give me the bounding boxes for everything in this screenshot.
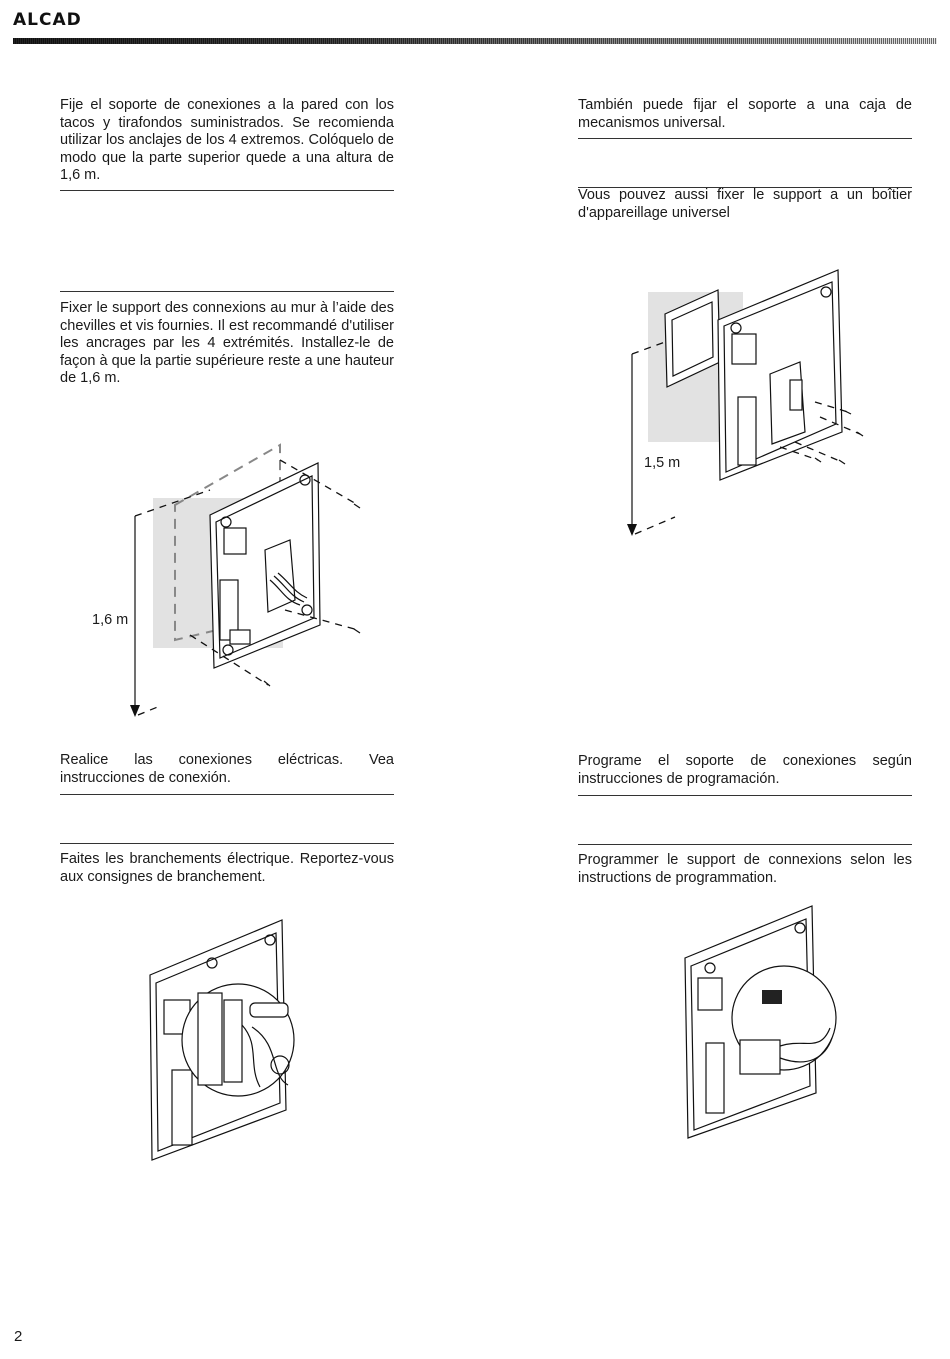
height-label-15m: 1,5 m [644, 455, 680, 471]
wire [241, 1024, 261, 1088]
terminal-block [697, 977, 723, 1011]
brand-logo: ALCAD [13, 10, 82, 30]
screw [353, 628, 361, 634]
terminal-strip [737, 396, 757, 466]
programming-figure [684, 905, 837, 1139]
height-guide [137, 705, 161, 716]
terminal-plug [229, 629, 251, 645]
cable [779, 1037, 833, 1063]
plate-inner [155, 932, 281, 1152]
divider [578, 844, 912, 845]
para-fr-box: Vous pouvez aussi fixer le support a un … [578, 187, 912, 221]
plate-hole [220, 516, 232, 528]
switch [789, 379, 803, 411]
divider [578, 795, 912, 796]
box-mount-figure: 1,5 m [627, 269, 864, 536]
plate-hole [820, 286, 832, 298]
page-number: 2 [14, 1328, 23, 1345]
height-guide [134, 489, 211, 517]
plate-hole [730, 322, 742, 334]
screw [838, 459, 846, 465]
plate-hole [222, 644, 234, 656]
terminal-strip [705, 1042, 725, 1114]
wall-mount-figure: 1,6 m [92, 443, 361, 717]
divider [578, 187, 912, 188]
zoom-hole [270, 1055, 290, 1075]
plate-hole [704, 962, 716, 974]
screw-guide [279, 459, 359, 506]
para-fr-fix: Fixer le support des connexions au mur à… [60, 300, 394, 386]
para-es-connect: Realice las conexiones eléctricas. Vea i… [60, 752, 394, 786]
divider [578, 138, 912, 139]
height-guide [634, 516, 676, 535]
cable [779, 1027, 831, 1047]
screw-guide [189, 634, 269, 686]
para-es-box: También puede fijar el soporte a una caj… [578, 97, 912, 131]
divider [60, 843, 394, 844]
divider [60, 190, 394, 191]
screw-guide [814, 401, 849, 413]
screw-guide [794, 441, 843, 463]
plate-hole [794, 922, 806, 934]
divider [60, 794, 394, 795]
arrow-head [130, 705, 140, 717]
plate-hole [301, 604, 313, 616]
connector-zoom [739, 1039, 781, 1075]
terminal-strip [219, 579, 239, 641]
height-label-16m: 1,6 m [92, 612, 128, 628]
plate-hole [206, 957, 218, 969]
screw-guide [779, 446, 819, 461]
box-inner [671, 301, 714, 377]
bracket [264, 539, 296, 613]
plate-inner [690, 918, 811, 1131]
terminal-block [731, 333, 757, 365]
screw [353, 503, 361, 509]
bracket [769, 361, 806, 445]
screw [263, 680, 271, 687]
height-guide [631, 341, 666, 355]
divider [60, 291, 394, 292]
para-es-fix: Fije el soporte de conexiones a la pared… [60, 97, 394, 183]
wires [269, 572, 308, 606]
wiring-figure [149, 919, 295, 1161]
terminal-strip [171, 1069, 193, 1146]
screw [814, 457, 822, 463]
terminal-block-zoom [223, 999, 243, 1083]
slot [249, 1002, 289, 1018]
arrow-head [627, 524, 637, 536]
terminal-block [223, 527, 247, 555]
dip-switch [762, 990, 782, 1004]
screw [844, 410, 852, 415]
para-fr-connect: Faites les branchements électrique. Repo… [60, 851, 394, 885]
para-fr-program: Programmer le support de connexions selo… [578, 852, 912, 886]
screw [856, 431, 864, 437]
plate-hole [264, 934, 276, 946]
terminal-block-zoom [197, 992, 223, 1086]
header-bar [13, 38, 937, 44]
para-es-program: Programe el soporte de conexiones según … [578, 753, 912, 787]
